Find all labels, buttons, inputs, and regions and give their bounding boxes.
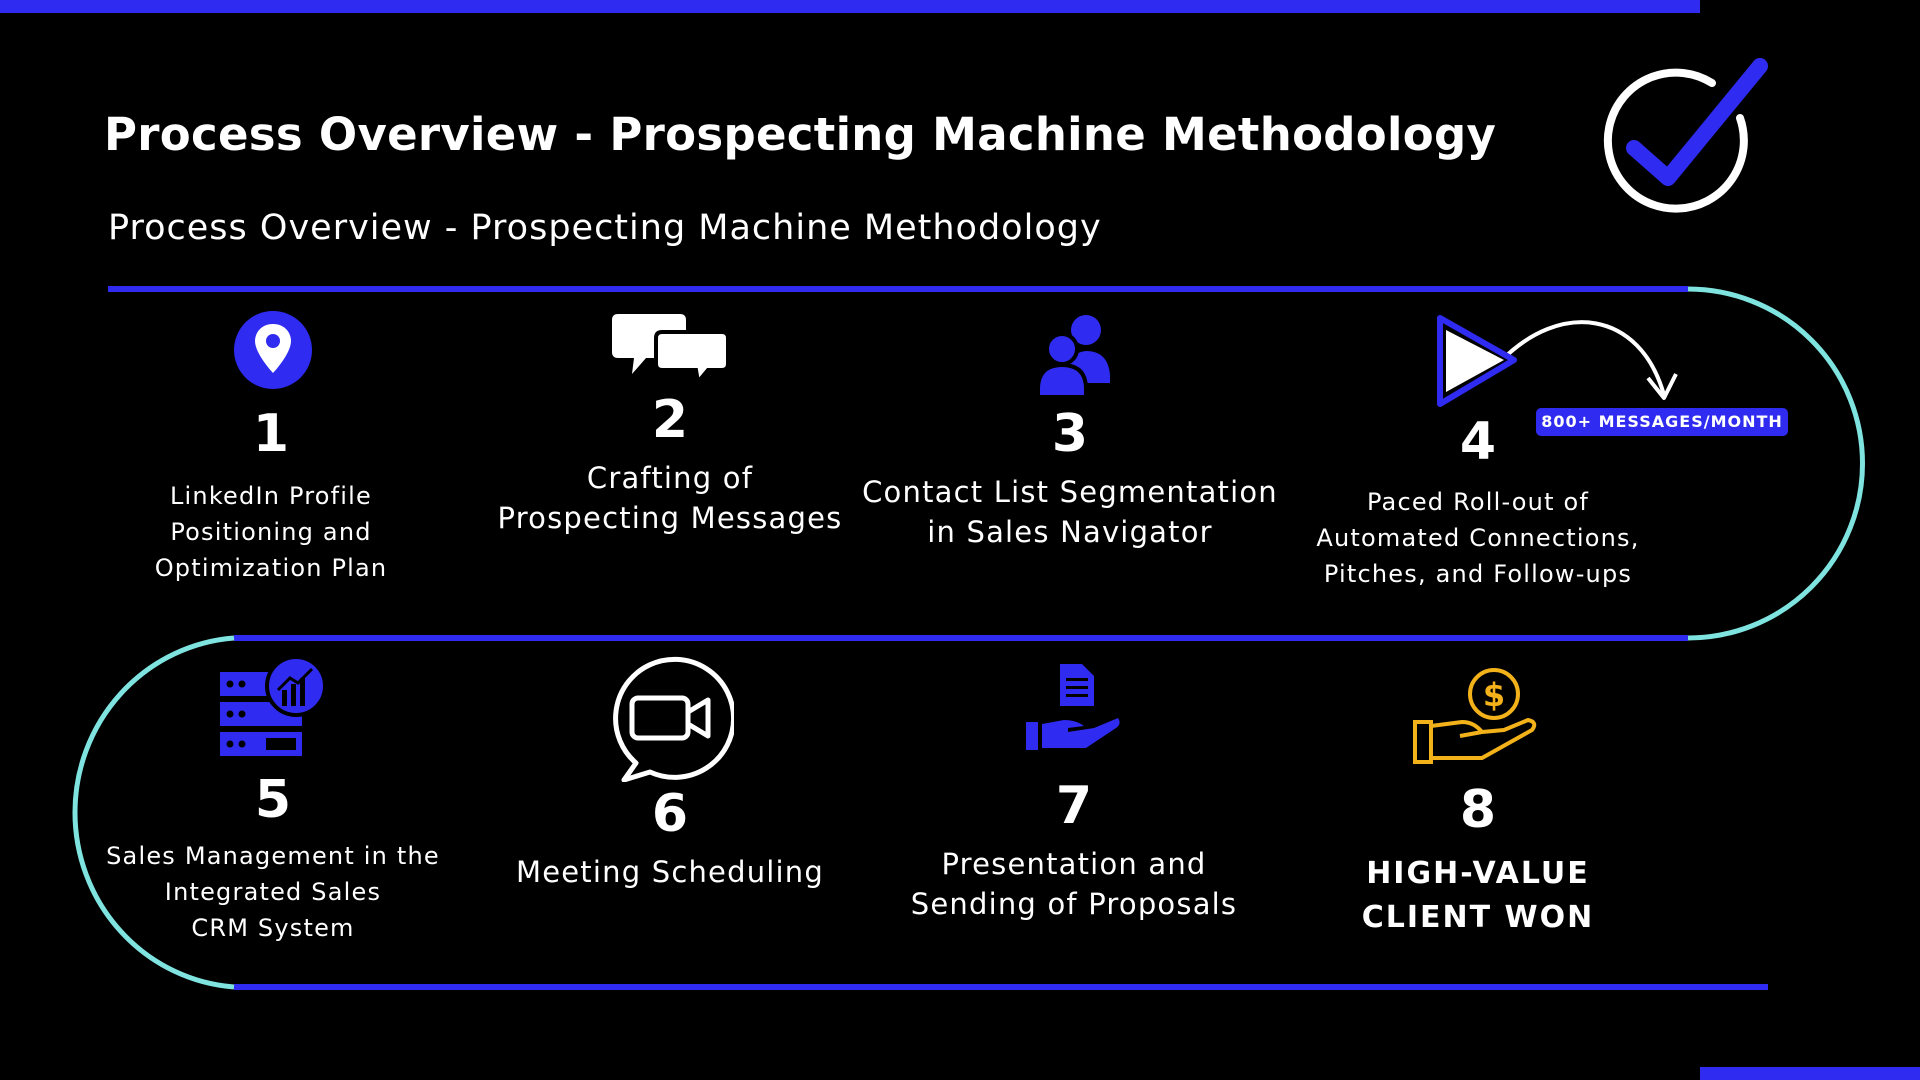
step-label-line: Automated Connections, — [1316, 524, 1640, 552]
step-label-line: Integrated Sales — [164, 878, 382, 906]
step-number: 7 — [1055, 776, 1093, 836]
step-label-line: Contact List Segmentation — [862, 475, 1278, 509]
step-label-line: CRM System — [191, 914, 355, 942]
messages-per-month-badge: 800+ MESSAGES/MONTH — [1536, 408, 1788, 436]
users-icon — [1036, 315, 1110, 397]
step-label-line: HIGH-VALUE — [1366, 856, 1590, 891]
step-label-line: Sales Management in the — [106, 842, 440, 870]
top-accent-bar — [0, 0, 1700, 13]
step-number: 6 — [651, 784, 689, 844]
process-step-8: 8 HIGH-VALUE CLIENT WON — [1328, 780, 1628, 940]
chat-bubbles-icon — [612, 314, 728, 382]
step-label-line: in Sales Navigator — [927, 515, 1213, 549]
location-pin-icon — [234, 311, 312, 389]
video-call-icon — [613, 656, 734, 782]
step-number: 4 — [1459, 412, 1497, 472]
step-label-line: Optimization Plan — [154, 554, 388, 582]
step-label-line: Presentation and — [941, 847, 1207, 881]
page-title: Process Overview - Prospecting Machine M… — [104, 108, 1497, 161]
money-hand-icon: $ — [1413, 668, 1537, 764]
step-number: 1 — [252, 404, 290, 464]
step-label-line: Meeting Scheduling — [515, 855, 824, 889]
bottom-accent-bar — [1700, 1067, 1920, 1080]
server-analytics-icon — [220, 656, 324, 756]
step-label-line: Positioning and — [170, 518, 372, 546]
process-step-7: 7 Presentation and Sending of Proposals — [884, 776, 1264, 924]
process-step-5: 5 Sales Management in the Integrated Sal… — [93, 770, 453, 946]
step-number: 2 — [651, 390, 689, 450]
arrow-curve — [1498, 320, 1666, 396]
process-step-2: 2 Crafting of Prospecting Messages — [480, 390, 860, 538]
process-step-3: 3 Contact List Segmentation in Sales Nav… — [860, 404, 1280, 552]
step-label-line: Crafting of — [586, 461, 754, 495]
step-number: 8 — [1459, 780, 1497, 840]
step-number: 5 — [254, 770, 292, 830]
track-curve-left — [72, 635, 235, 990]
document-hand-icon — [1026, 664, 1120, 750]
step-label-line: Sending of Proposals — [910, 887, 1238, 921]
process-step-1: 1 LinkedIn Profile Positioning and Optim… — [121, 404, 421, 586]
step-label-line: Pitches, and Follow-ups — [1323, 560, 1633, 588]
process-step-6: 6 Meeting Scheduling — [500, 784, 840, 892]
play-icon — [1437, 315, 1517, 407]
step-label-line: LinkedIn Profile — [169, 482, 373, 510]
step-number: 3 — [1051, 404, 1089, 464]
svg-text:$: $ — [1483, 676, 1505, 714]
checkmark-icon — [1603, 58, 1768, 213]
track-curve-right — [1687, 286, 1865, 641]
step-label-line: Paced Roll-out of — [1366, 488, 1590, 516]
page-subtitle: Process Overview - Prospecting Machine M… — [108, 208, 1102, 248]
arrow-head — [1646, 373, 1678, 400]
step-label-line: Prospecting Messages — [497, 501, 843, 535]
process-step-4: 4 Paced Roll-out of Automated Connection… — [1278, 412, 1678, 592]
step-label-line: CLIENT WON — [1361, 900, 1595, 935]
